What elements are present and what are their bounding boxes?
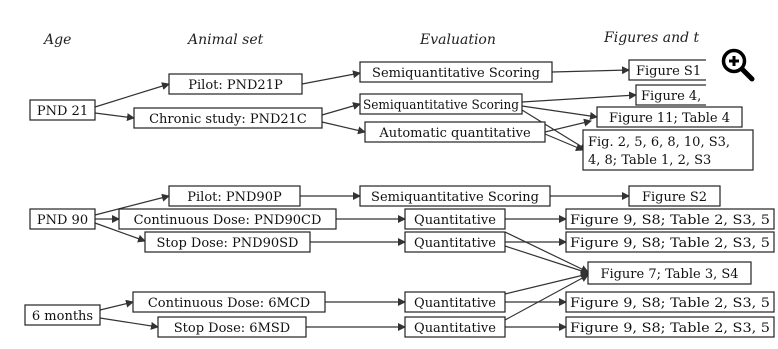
node-continuous-6mcd: Continuous Dose: 6MCD xyxy=(132,291,326,313)
svg-text:Semiquantitative Scoring: Semiquantitative Scoring xyxy=(363,98,519,113)
node-stop-pnd90sd: Stop Dose: PND90SD xyxy=(144,231,311,253)
svg-text:PND 90: PND 90 xyxy=(37,213,88,228)
svg-text:Pilot: PND90P: Pilot: PND90P xyxy=(187,190,282,205)
svg-text:6 months: 6 months xyxy=(32,309,93,324)
svg-text:Quantitative: Quantitative xyxy=(414,321,496,336)
svg-text:Automatic quantitative: Automatic quantitative xyxy=(378,126,531,141)
svg-text:4, 8; Table 1, 2, S3: 4, 8; Table 1, 2, S3 xyxy=(588,153,711,168)
node-fig-7: Figure 7; Table 3, S4 xyxy=(587,261,752,285)
header-figures: Figures and t xyxy=(603,30,700,46)
node-fig-9-cont90: Figure 9, S8; Table 2, S3, 5 xyxy=(565,208,775,230)
node-continuous-pnd90cd: Continuous Dose: PND90CD xyxy=(118,208,337,230)
node-fig-multi: Fig. 2, 5, 6, 8, 10, S3, 4, 8; Table 1, … xyxy=(582,129,754,171)
node-eval-semi-chronic21: Semiquantitative Scoring xyxy=(359,93,523,115)
node-stop-6msd: Stop Dose: 6MSD xyxy=(157,316,307,338)
svg-text:Figure S2: Figure S2 xyxy=(642,190,707,205)
node-eval-semi-pilot21: Semiquantitative Scoring xyxy=(359,61,553,83)
svg-text:Figure 9, S8; Table 2, S3, 5: Figure 9, S8; Table 2, S3, 5 xyxy=(570,213,770,228)
header-animal-set: Animal set xyxy=(186,32,264,48)
svg-text:Fig. 2, 5, 6, 8, 10, S3,: Fig. 2, 5, 6, 8, 10, S3, xyxy=(588,135,730,150)
svg-text:Figure 9, S8; Table 2, S3, 5: Figure 9, S8; Table 2, S3, 5 xyxy=(570,321,770,336)
node-fig-9-cont6: Figure 9, S8; Table 2, S3, 5 xyxy=(565,291,775,313)
node-6-months: 6 months xyxy=(24,304,101,326)
node-eval-quant-stop90: Quantitative xyxy=(404,231,506,253)
svg-text:Figure 9, S8; Table 2, S3, 5: Figure 9, S8; Table 2, S3, 5 xyxy=(570,236,770,251)
node-pilot-pnd21p: Pilot: PND21P xyxy=(168,73,303,95)
node-fig-s1: Figure S1 xyxy=(628,59,706,81)
svg-text:Figure 4,: Figure 4, xyxy=(641,89,701,104)
svg-text:Continuous Dose: PND90CD: Continuous Dose: PND90CD xyxy=(134,213,322,228)
node-fig-4: Figure 4, xyxy=(635,84,706,106)
svg-text:Stop Dose: PND90SD: Stop Dose: PND90SD xyxy=(157,236,299,251)
node-pnd21: PND 21 xyxy=(29,99,96,121)
svg-text:PND 21: PND 21 xyxy=(37,104,88,119)
svg-text:Figure 9, S8; Table 2, S3, 5: Figure 9, S8; Table 2, S3, 5 xyxy=(570,296,770,311)
svg-text:Figure S1: Figure S1 xyxy=(636,64,701,79)
node-fig-11: Figure 11; Table 4 xyxy=(596,106,743,128)
node-eval-quant-cont90: Quantitative xyxy=(404,208,506,230)
edges xyxy=(94,66,637,331)
node-pilot-pnd90p: Pilot: PND90P xyxy=(168,185,301,207)
svg-text:Quantitative: Quantitative xyxy=(414,236,496,251)
node-eval-semi-pilot90: Semiquantitative Scoring xyxy=(359,185,551,207)
node-eval-quant-cont6: Quantitative xyxy=(404,291,506,313)
zoom-in-icon[interactable] xyxy=(718,45,758,85)
svg-text:Continuous Dose: 6MCD: Continuous Dose: 6MCD xyxy=(148,296,310,311)
node-eval-auto21: Automatic quantitative xyxy=(364,121,546,143)
svg-text:Semiquantitative Scoring: Semiquantitative Scoring xyxy=(371,190,539,205)
svg-text:Figure 7; Table 3, S4: Figure 7; Table 3, S4 xyxy=(600,267,738,282)
header-evaluation: Evaluation xyxy=(419,32,496,48)
node-chronic-pnd21c: Chronic study: PND21C xyxy=(133,107,323,129)
svg-text:Semiquantitative Scoring: Semiquantitative Scoring xyxy=(372,66,540,81)
node-pnd90: PND 90 xyxy=(29,208,96,230)
svg-text:Chronic study: PND21C: Chronic study: PND21C xyxy=(149,112,307,127)
node-eval-quant-stop6: Quantitative xyxy=(404,316,506,338)
svg-text:Stop Dose: 6MSD: Stop Dose: 6MSD xyxy=(174,321,290,336)
header-age: Age xyxy=(42,32,71,48)
node-fig-9-stop6: Figure 9, S8; Table 2, S3, 5 xyxy=(565,316,775,338)
svg-text:Quantitative: Quantitative xyxy=(414,213,496,228)
svg-text:Quantitative: Quantitative xyxy=(414,296,496,311)
svg-text:Pilot: PND21P: Pilot: PND21P xyxy=(188,78,283,93)
node-fig-9-stop90: Figure 9, S8; Table 2, S3, 5 xyxy=(565,231,775,253)
node-fig-s2: Figure S2 xyxy=(628,185,721,207)
svg-text:Figure 11; Table 4: Figure 11; Table 4 xyxy=(609,111,730,126)
